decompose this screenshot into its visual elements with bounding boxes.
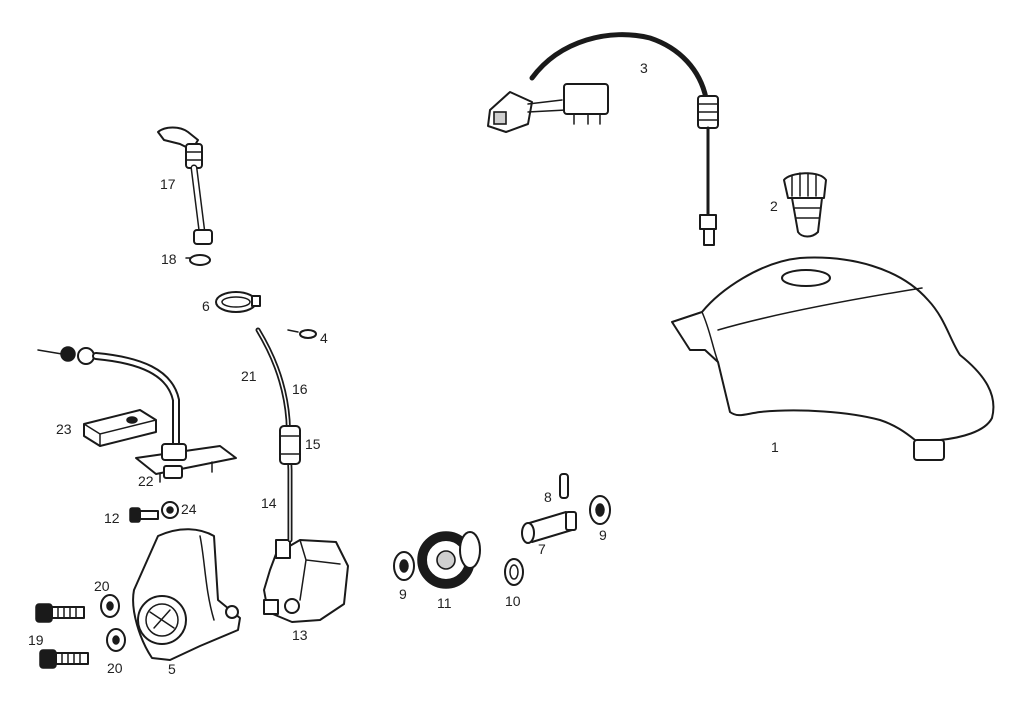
circlip (504, 558, 524, 586)
bolt-19-lower (39, 649, 89, 669)
level-sensor-cable (487, 32, 719, 246)
bolt-19-upper (35, 603, 85, 623)
callout-14: 14 (261, 495, 277, 511)
washer-20-lower (106, 628, 126, 652)
callout-4: 4 (320, 330, 328, 346)
callout-20b: 20 (107, 660, 123, 676)
callout-8: 8 (544, 489, 552, 505)
callout-19: 19 (28, 632, 44, 648)
callout-9a: 9 (399, 586, 407, 602)
callout-15: 15 (305, 436, 321, 452)
callout-24: 24 (181, 501, 197, 517)
callout-10: 10 (505, 593, 521, 609)
drive-shaft (521, 511, 577, 544)
oil-tank (671, 256, 995, 461)
callout-16: 16 (292, 381, 308, 397)
callout-22: 22 (138, 473, 154, 489)
oil-pump (263, 539, 349, 623)
filler-cap (783, 172, 827, 238)
drive-gear (417, 531, 481, 589)
callout-7: 7 (538, 541, 546, 557)
callout-1: 1 (771, 439, 779, 455)
callout-11: 11 (437, 595, 452, 611)
washer-b (589, 495, 611, 525)
washer-a (393, 551, 415, 581)
rubber-block (83, 409, 157, 447)
oil-pipe (255, 327, 301, 543)
hose-clip-18 (185, 254, 211, 266)
callout-18: 18 (161, 251, 177, 267)
callout-21: 21 (241, 368, 257, 384)
callout-5: 5 (168, 661, 176, 677)
small-clip (287, 329, 317, 339)
nut-24 (161, 501, 179, 519)
callout-23: 23 (56, 421, 72, 437)
pin (559, 473, 569, 499)
washer-20-upper (100, 594, 120, 618)
callout-17: 17 (160, 176, 176, 192)
callout-20a: 20 (94, 578, 110, 594)
bolt-12 (129, 507, 159, 523)
bracket-with-cable (37, 346, 237, 483)
banjo-pipe (157, 126, 213, 245)
callout-2: 2 (770, 198, 778, 214)
pump-cover (132, 528, 241, 661)
callout-13: 13 (292, 627, 308, 643)
callout-12: 12 (104, 510, 120, 526)
callout-6: 6 (202, 298, 210, 314)
callout-9b: 9 (599, 527, 607, 543)
callout-labels: 1 2 3 4 5 6 7 8 9 9 10 11 12 13 14 15 16… (28, 60, 779, 677)
hose-clamp (215, 291, 261, 313)
callout-3: 3 (640, 60, 648, 76)
